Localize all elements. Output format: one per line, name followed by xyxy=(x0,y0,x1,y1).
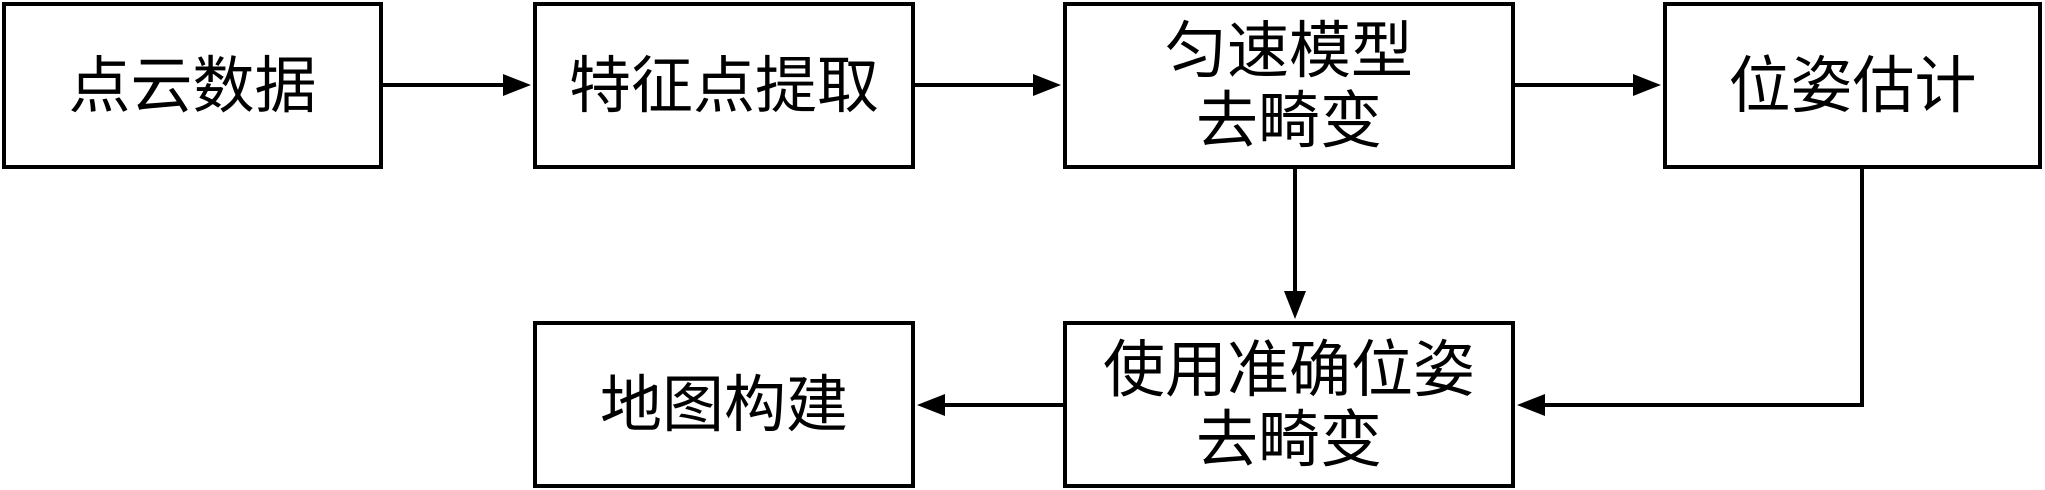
node-feature-point-extraction: 特征点提取 xyxy=(533,2,915,169)
arrow-uniform-to-pose xyxy=(1515,74,1661,96)
node-label-line1: 使用准确位姿 xyxy=(1102,332,1475,406)
node-label-line2: 去畸变 xyxy=(1195,83,1382,157)
node-pose-estimation: 位姿估计 xyxy=(1663,2,2042,169)
arrow-feature-to-uniform xyxy=(915,74,1061,96)
node-label: 特征点提取 xyxy=(568,48,879,122)
node-map-building: 地图构建 xyxy=(533,321,915,488)
arrow-uniform-to-accurate xyxy=(1284,169,1306,319)
node-label-line2: 去畸变 xyxy=(1195,402,1382,476)
node-label: 位姿估计 xyxy=(1728,48,1977,122)
arrow-point-cloud-to-feature xyxy=(383,74,531,96)
node-point-cloud-data: 点云数据 xyxy=(2,2,383,169)
node-uniform-model-undistortion: 匀速模型 去畸变 xyxy=(1063,2,1515,169)
arrow-accurate-to-map xyxy=(917,394,1063,416)
node-label: 地图构建 xyxy=(599,367,848,441)
node-label-line1: 匀速模型 xyxy=(1164,13,1413,87)
arrow-pose-to-accurate xyxy=(1517,169,1864,416)
node-accurate-pose-undistortion: 使用准确位姿 去畸变 xyxy=(1063,321,1515,488)
node-label: 点云数据 xyxy=(68,48,317,122)
